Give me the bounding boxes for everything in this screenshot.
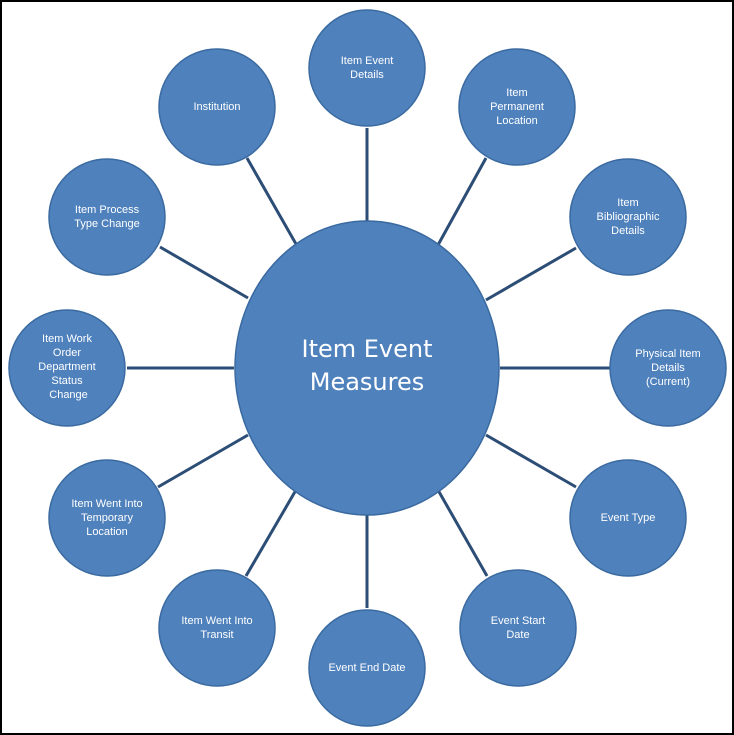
label-item-bibliographic-details: Item Bibliographic Details bbox=[596, 197, 660, 237]
node-event-start-date bbox=[459, 569, 577, 687]
connector-event-type bbox=[485, 433, 577, 489]
label-institution: Institution bbox=[193, 101, 241, 113]
connector-item-permanent-location bbox=[436, 157, 488, 246]
label-event-start-date: Event Start Date bbox=[490, 615, 546, 641]
node-item-permanent-location bbox=[458, 48, 576, 166]
node-item-work-order-department-status-change bbox=[8, 309, 126, 427]
connector-item-process-type-change bbox=[159, 245, 249, 300]
label-item-event-details: Item Event Details bbox=[340, 55, 394, 81]
node-event-type bbox=[569, 459, 687, 577]
node-physical-item-details bbox=[609, 309, 727, 427]
node-item-process-type-change bbox=[48, 158, 166, 276]
node-event-end-date bbox=[308, 609, 426, 727]
node-item-went-into-transit bbox=[158, 569, 276, 687]
label-item-went-into-temporary-location: Item Went Into Temporary Location bbox=[71, 498, 143, 538]
connector-event-start-date bbox=[436, 489, 489, 577]
label-item-process-type-change: Item Process Type Change bbox=[74, 204, 140, 230]
center-label: Item Event Measures bbox=[301, 335, 433, 396]
connector-institution bbox=[245, 157, 298, 245]
center-node bbox=[234, 220, 500, 516]
label-physical-item-details: Physical Item Details (Current) bbox=[635, 348, 701, 388]
connector-item-went-into-transit bbox=[244, 489, 298, 577]
connector-item-bibliographic-details bbox=[485, 246, 577, 302]
label-item-permanent-location: Item Permanent Location bbox=[490, 87, 544, 127]
connector-item-went-into-temporary-location bbox=[157, 433, 249, 489]
node-item-event-details bbox=[308, 9, 426, 127]
label-event-end-date: Event End Date bbox=[328, 662, 406, 674]
label-item-work-order-department-status-change: Item Work Order Department Status Change bbox=[38, 333, 96, 401]
node-item-went-into-temporary-location bbox=[48, 459, 166, 577]
node-institution bbox=[158, 48, 276, 166]
node-item-bibliographic-details bbox=[569, 158, 687, 276]
label-item-went-into-transit: Item Went Into Transit bbox=[181, 615, 253, 641]
label-event-type: Event Type bbox=[600, 512, 656, 524]
